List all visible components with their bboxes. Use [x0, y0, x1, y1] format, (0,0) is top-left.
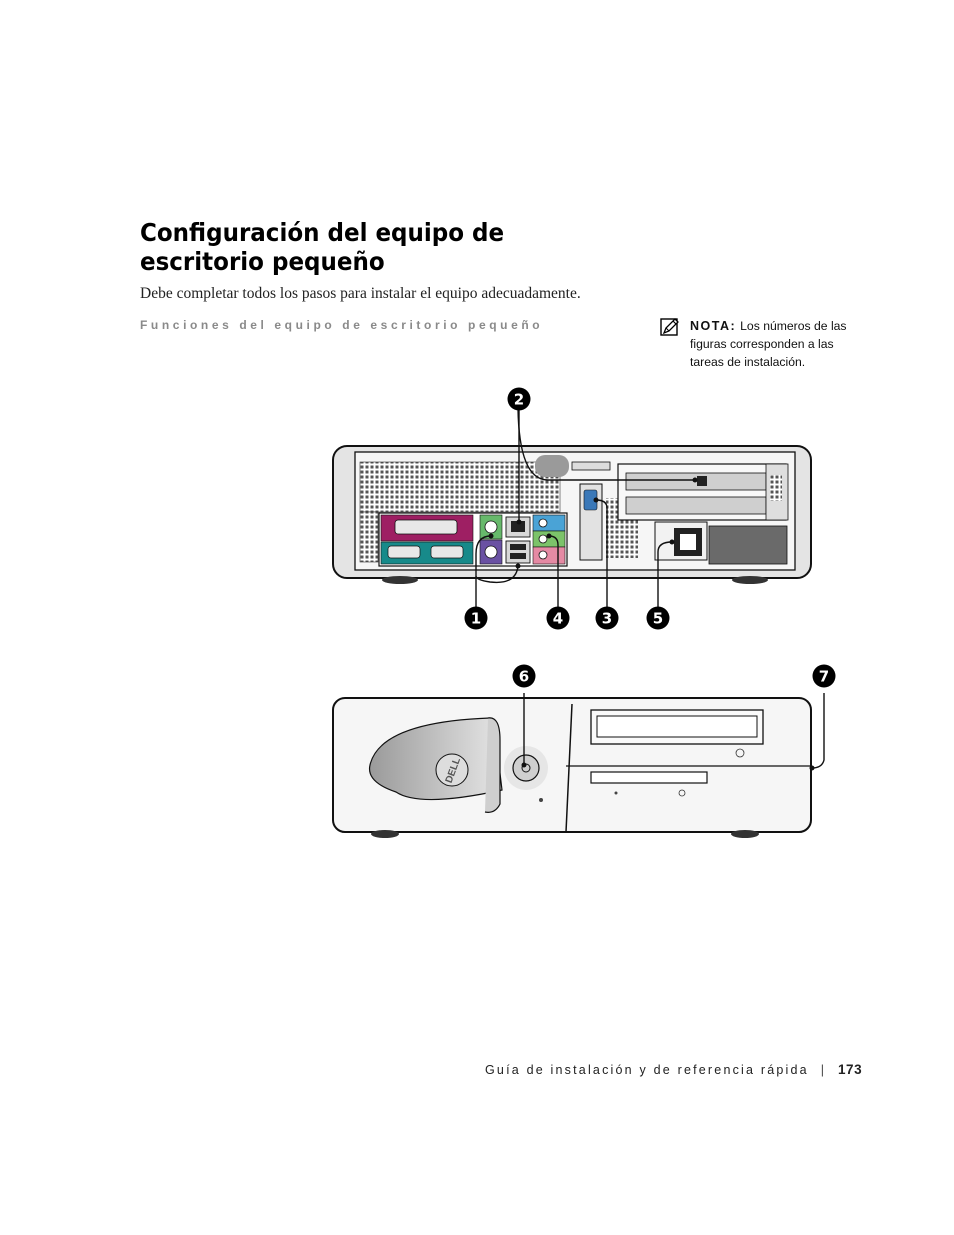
svg-text:7: 7	[819, 668, 829, 686]
front-view: DELL	[332, 693, 825, 838]
svg-text:6: 6	[519, 668, 529, 686]
callout-5: 5	[646, 606, 670, 630]
callout-7: 7	[812, 664, 836, 688]
microphone-connector	[532, 546, 566, 565]
pencil-note-icon	[660, 318, 679, 336]
callout-2: 2	[507, 387, 531, 411]
callout-4: 4	[546, 606, 570, 630]
page-footer: Guía de instalación y de referencia rápi…	[485, 1062, 862, 1077]
svg-text:5: 5	[653, 610, 663, 628]
line-in-connector	[532, 514, 566, 532]
callout-3: 3	[595, 606, 619, 630]
back-view	[332, 407, 812, 608]
power-connector	[654, 521, 788, 565]
footer-guide-title: Guía de instalación y de referencia rápi…	[485, 1063, 809, 1077]
io-panel	[378, 512, 568, 567]
svg-text:3: 3	[602, 610, 612, 628]
callout-1: 1	[464, 606, 488, 630]
expansion-slots	[571, 461, 789, 521]
intro-paragraph: Debe completar todos los pasos para inst…	[140, 285, 581, 302]
svg-text:2: 2	[514, 391, 524, 409]
card-port	[697, 476, 707, 486]
dell-logo: DELL	[435, 753, 469, 787]
callout-6: 6	[512, 664, 536, 688]
line-out-connector	[532, 530, 566, 548]
computer-diagram: DELL 2	[332, 387, 836, 838]
cd-drive	[590, 709, 764, 758]
page-title: Configuración del equipo de escritorio p…	[140, 218, 505, 276]
svg-text:4: 4	[553, 610, 563, 628]
note-box: NOTA:Los números de las figuras correspo…	[660, 317, 850, 371]
floppy-drive	[590, 771, 708, 797]
note-label: NOTA:	[690, 319, 737, 333]
page-number: 173	[838, 1062, 863, 1077]
footer-separator: |	[820, 1063, 825, 1077]
section-heading: Funciones del equipo de escritorio peque…	[140, 318, 544, 332]
note-text: Los números de las figuras corresponden …	[690, 319, 847, 369]
power-button	[504, 746, 548, 802]
video-connector	[579, 483, 603, 561]
svg-text:1: 1	[471, 610, 481, 628]
